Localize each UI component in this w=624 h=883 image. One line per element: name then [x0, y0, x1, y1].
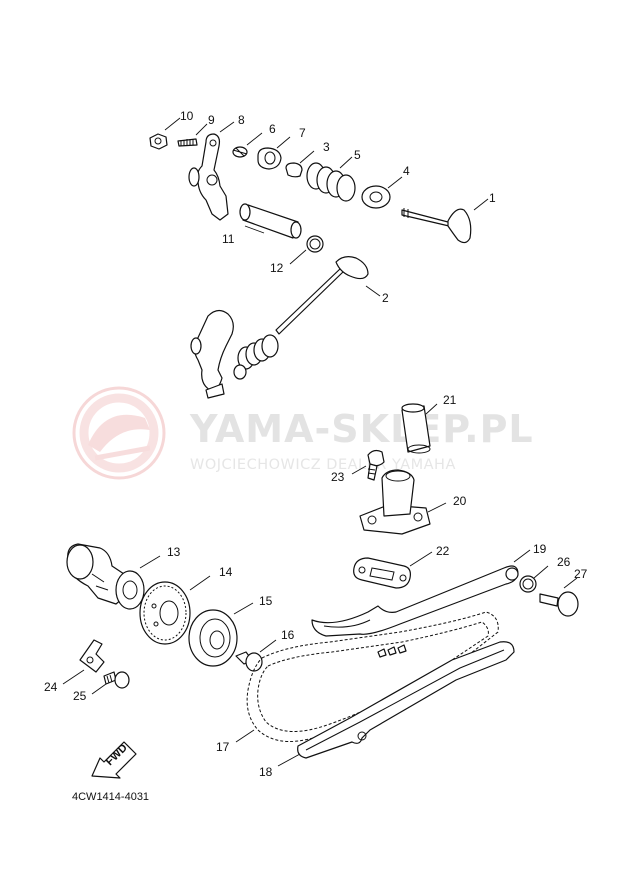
callout-10: 10: [180, 109, 194, 123]
part-12-o-ring: [289, 235, 324, 265]
watermark: YAMA-SKLEP.PL WOJCIECHOWICZ DEALER YAMAH…: [72, 386, 534, 480]
part-4-spring-seat: [361, 176, 403, 209]
watermark-title: YAMA-SKLEP.PL: [189, 407, 534, 451]
callout-9: 9: [208, 113, 215, 127]
callout-3: 3: [323, 140, 330, 154]
callout-21: 21: [443, 393, 457, 407]
part-23-bolt: [351, 449, 385, 481]
callout-7: 7: [299, 126, 306, 140]
callout-8: 8: [238, 113, 245, 127]
callout-16: 16: [281, 628, 295, 642]
part-20-tensioner-body: [359, 469, 447, 535]
callout-24: 24: [44, 680, 58, 694]
part-24-bracket: [62, 639, 105, 685]
part-21-tensioner-cap: [401, 403, 438, 454]
callout-17: 17: [216, 740, 230, 754]
part-6-valve-cotter: [232, 132, 263, 158]
catalog-code: 4CW1414-4031: [72, 791, 149, 803]
part-8-rocker-arm: [188, 121, 235, 221]
part-18-chain-guide: [277, 641, 515, 767]
callout-5: 5: [354, 148, 361, 162]
part-13-camshaft: [66, 543, 161, 610]
callout-4: 4: [403, 164, 410, 178]
part-26-washer: [519, 565, 549, 593]
callout-labels: 1 2 3 4 5 6 7 8 9 10 11 12 13 14 15 16 1…: [44, 109, 588, 779]
callout-18: 18: [259, 765, 273, 779]
callout-1: 1: [489, 191, 496, 205]
part-19-chain-guide: [311, 549, 531, 637]
callout-22: 22: [436, 544, 450, 558]
part-9-screw: [177, 123, 208, 147]
part-1-valve: [401, 198, 489, 244]
callout-20: 20: [453, 494, 467, 508]
part-7-spring-retainer: [257, 136, 291, 170]
part-10-nut: [149, 117, 181, 150]
callout-13: 13: [167, 545, 181, 559]
watermark-subtitle: WOJCIECHOWICZ DEALER YAMAHA: [190, 457, 456, 473]
part-15-cam-plate: [188, 602, 254, 667]
part-27-pivot-bolt: [539, 577, 579, 617]
callout-19: 19: [533, 542, 547, 556]
part-2-valve: [275, 256, 381, 335]
callout-25: 25: [73, 689, 87, 703]
part-16-bolt: [235, 639, 277, 672]
callout-14: 14: [219, 565, 233, 579]
callout-27: 27: [574, 567, 588, 581]
part-22-gasket: [353, 551, 433, 589]
part-17-cam-chain: [235, 611, 499, 743]
fwd-arrow: FWD: [91, 741, 137, 779]
part-5-valve-spring: [306, 156, 356, 202]
callout-15: 15: [259, 594, 273, 608]
part-3-valve-seal: [285, 150, 315, 178]
part-11-rocker-shaft: [239, 203, 302, 239]
callout-6: 6: [269, 122, 276, 136]
part-14-cam-sprocket: [139, 575, 211, 645]
callout-26: 26: [557, 555, 571, 569]
callout-11: 11: [222, 232, 235, 246]
callout-2: 2: [382, 291, 389, 305]
callout-12: 12: [270, 261, 284, 275]
callout-23: 23: [331, 470, 345, 484]
assembled-rocker-group: [190, 309, 279, 399]
part-25-bolt: [91, 671, 130, 695]
watermark-logo: [72, 386, 166, 480]
